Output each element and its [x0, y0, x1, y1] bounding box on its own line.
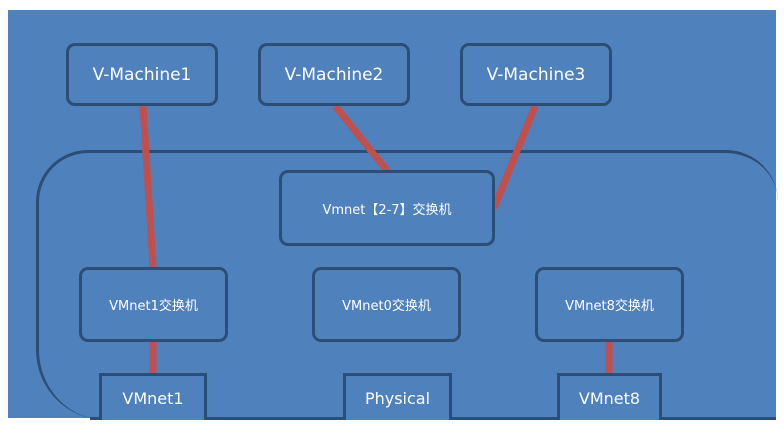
vmnet8-switch-label: VMnet8交换机 — [565, 299, 654, 314]
link-vm2-vmnet27-switch — [332, 103, 391, 175]
v-machine-2: V-Machine2 — [258, 43, 410, 106]
vmnet1-switch-label: VMnet1交换机 — [109, 299, 198, 314]
vmnet1-interface: VMnet1 — [99, 373, 207, 420]
v-machine-2-label: V-Machine2 — [284, 64, 384, 85]
host-container — [36, 150, 778, 420]
vmnet-2-7-switch: Vmnet【2-7】交换机 — [279, 170, 495, 246]
vmnet1-interface-label: VMnet1 — [122, 388, 184, 408]
vmnet0-switch-label: VMnet0交换机 — [342, 299, 431, 314]
link-vm1-vmnet1-switch — [139, 105, 157, 268]
v-machine-1: V-Machine1 — [66, 43, 218, 106]
vmnet-2-7-switch-label: Vmnet【2-7】交换机 — [322, 202, 452, 218]
vmnet8-switch: VMnet8交换机 — [535, 267, 684, 342]
vmnet8-interface-label: VMnet8 — [578, 388, 641, 408]
v-machine-3: V-Machine3 — [460, 43, 612, 106]
physical-interface-label: Physical — [364, 388, 431, 408]
v-machine-3-label: V-Machine3 — [486, 64, 586, 85]
link-vm3-vmnet27-switch — [490, 104, 539, 210]
vmnet1-switch: VMnet1交换机 — [79, 267, 228, 342]
vmnet8-interface: VMnet8 — [557, 373, 662, 420]
v-machine-1-label: V-Machine1 — [92, 64, 192, 85]
vmnet0-switch: VMnet0交换机 — [312, 267, 461, 342]
physical-interface: Physical — [343, 373, 452, 420]
